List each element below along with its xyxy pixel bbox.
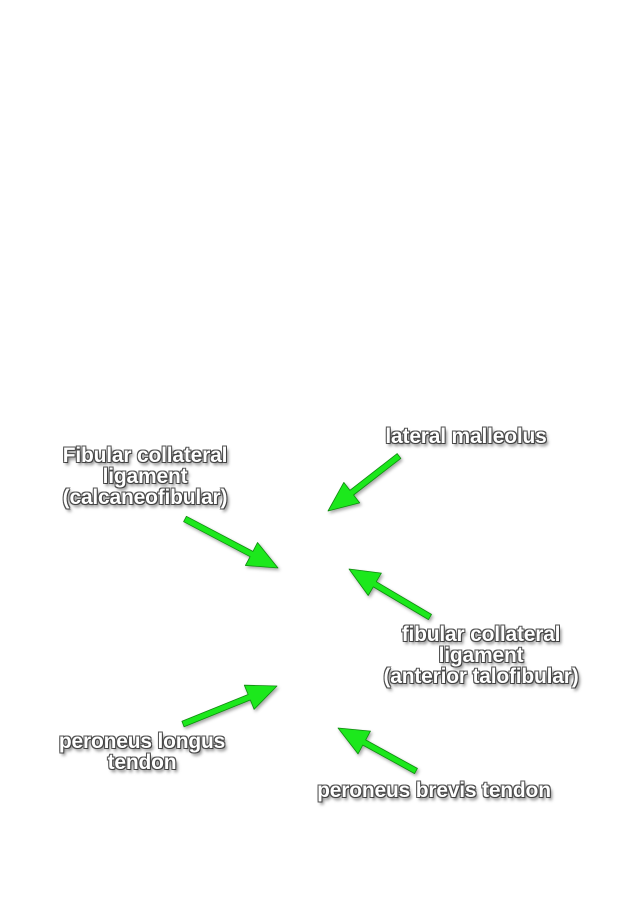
label-line: (anterior talofibular) [383, 665, 579, 688]
arrow-peroneus-brevis [337, 727, 418, 774]
label-anterior-talofibular: fibular collateral ligament (anterior ta… [364, 624, 598, 687]
label-calcaneofibular: Fibular collateral ligament (calcaneofib… [40, 445, 250, 508]
label-lateral-malleolus: lateral malleolus [366, 426, 566, 447]
label-line: (calcaneofibular) [62, 486, 228, 509]
arrow-anterior-talofibular [348, 568, 432, 620]
arrow-calcaneofibular [183, 515, 279, 569]
label-line: lateral malleolus [385, 425, 547, 448]
arrow-peroneus-longus [181, 684, 278, 728]
label-line: Fibular collateral [62, 444, 228, 467]
label-peroneus-longus: peroneus longus tendon [40, 731, 244, 773]
label-line: fibular collateral [401, 623, 561, 646]
label-line: peroneus brevis tendon [317, 779, 551, 802]
arrow-lateral-malleolus [327, 453, 402, 512]
label-line: peroneus longus [58, 730, 226, 753]
label-line: tendon [107, 751, 177, 774]
label-line: ligament [438, 644, 524, 667]
label-line: ligament [102, 465, 188, 488]
label-peroneus-brevis: peroneus brevis tendon [294, 780, 574, 801]
